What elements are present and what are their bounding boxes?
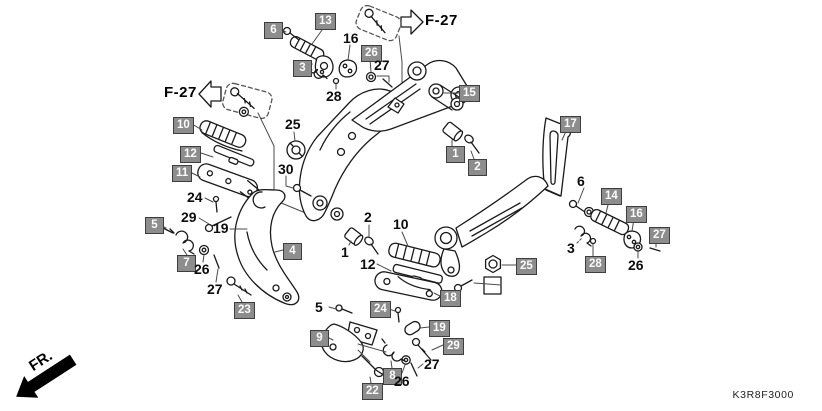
callout-10-8[interactable]: 10 (173, 117, 194, 134)
callout-12-9[interactable]: 12 (180, 146, 201, 163)
part-spring-7-left (169, 228, 195, 255)
part-pin-27-right (649, 247, 661, 252)
reference-right-f27[interactable] (354, 3, 424, 95)
part-washer-26-top (365, 71, 377, 83)
callout-28-2: 28 (326, 88, 342, 104)
part-screw-24-left (212, 195, 220, 213)
part-bolt-2-top (464, 134, 480, 154)
callout-19-22[interactable]: 19 (429, 320, 450, 337)
part-bracket-9 (321, 321, 387, 363)
part-pin-27-top (382, 78, 393, 88)
callout-26-19: 26 (628, 257, 644, 273)
reference-left-f27[interactable] (198, 80, 309, 215)
callout-1-5[interactable]: 1 (446, 146, 465, 163)
callout-3-3[interactable]: 3 (293, 60, 312, 77)
callout-6-0[interactable]: 6 (264, 22, 283, 39)
front-direction-marker: FR. (0, 329, 95, 411)
callout-26-8: 26 (194, 261, 210, 277)
part-washer-26-right (633, 242, 643, 252)
callout-9-25[interactable]: 9 (310, 330, 329, 347)
callout-25-3: 25 (285, 116, 301, 132)
callout-1-11: 1 (341, 244, 349, 260)
part-pin-27-bottom (410, 362, 418, 377)
part-bush-1-center (344, 227, 364, 246)
part-bush-1-top (442, 121, 464, 142)
callout-5-14: 5 (315, 299, 323, 315)
callout-5-11[interactable]: 5 (145, 217, 164, 234)
callout-26-2[interactable]: 26 (361, 45, 382, 62)
callout-24-5: 24 (187, 189, 203, 205)
callout-27-9: 27 (207, 281, 223, 297)
callout-18-20[interactable]: 18 (440, 290, 461, 307)
part-screw-18-mount (453, 279, 473, 293)
callout-25-19[interactable]: 25 (516, 258, 537, 275)
callout-13-1[interactable]: 13 (315, 13, 336, 30)
part-screw-24-center (394, 306, 402, 323)
callout-14-15[interactable]: 14 (601, 188, 622, 205)
callout-30-4: 30 (278, 161, 294, 177)
part-footpeg-cover-10-center (388, 242, 441, 268)
callout-11-10[interactable]: 11 (172, 165, 193, 182)
callout-2-6[interactable]: 2 (468, 159, 487, 176)
callout-3-18: 3 (567, 240, 575, 256)
callout-8-24[interactable]: 8 (383, 368, 402, 385)
callout-17-7[interactable]: 17 (560, 116, 581, 133)
part-bolt-6-right (568, 199, 586, 213)
part-bolt-23 (226, 276, 252, 296)
part-bolt-5-bottom (335, 304, 353, 314)
part-plate-12-left (213, 144, 255, 167)
part-bolt-29-left (204, 216, 232, 233)
callout-4-13[interactable]: 4 (283, 243, 302, 260)
callout-12-13: 12 (360, 256, 376, 272)
diagram-code: K3R8F3000 (732, 389, 794, 401)
callout-29-6: 29 (181, 209, 197, 225)
part-bolt-2-center (364, 236, 379, 255)
part-footpeg-cover-10-left (199, 120, 247, 152)
callout-2-10: 2 (364, 209, 372, 225)
callout-23-14[interactable]: 23 (234, 302, 255, 319)
reference-label-f27-left[interactable]: F-27 (164, 84, 197, 101)
callout-19-7: 19 (213, 220, 229, 236)
part-footpeg-13 (289, 36, 334, 78)
callout-6-17: 6 (577, 173, 585, 189)
callout-15-4[interactable]: 15 (459, 85, 480, 102)
blank-callout-box (483, 276, 502, 295)
part-nut-25-right (484, 254, 502, 274)
callout-27-17[interactable]: 27 (649, 227, 670, 244)
part-step-bracket-main (298, 59, 470, 222)
part-ring-25-left (286, 140, 306, 160)
part-bolt-29-center (411, 337, 432, 361)
part-collar-19-center (404, 320, 421, 336)
callout-29-23[interactable]: 29 (443, 338, 464, 355)
callout-7-12[interactable]: 7 (177, 255, 196, 272)
part-joint-16-top (338, 59, 358, 78)
callout-16-16[interactable]: 16 (626, 206, 647, 223)
callout-10-12: 10 (393, 216, 409, 232)
part-pedal-arm-4 (234, 188, 300, 306)
callout-28-18[interactable]: 28 (585, 256, 606, 273)
callout-27-1: 27 (374, 57, 390, 73)
callout-22-26[interactable]: 22 (362, 383, 383, 400)
reference-label-f27-right[interactable]: F-27 (425, 12, 458, 29)
part-spring-8 (381, 338, 406, 362)
part-footpeg-14-right (583, 206, 630, 236)
part-screw-22 (361, 355, 385, 378)
part-pin-27-left (213, 254, 220, 269)
callout-24-21[interactable]: 24 (370, 301, 391, 318)
callout-16-0: 16 (343, 30, 359, 46)
callout-27-15: 27 (424, 356, 440, 372)
callout-26-16: 26 (394, 373, 410, 389)
